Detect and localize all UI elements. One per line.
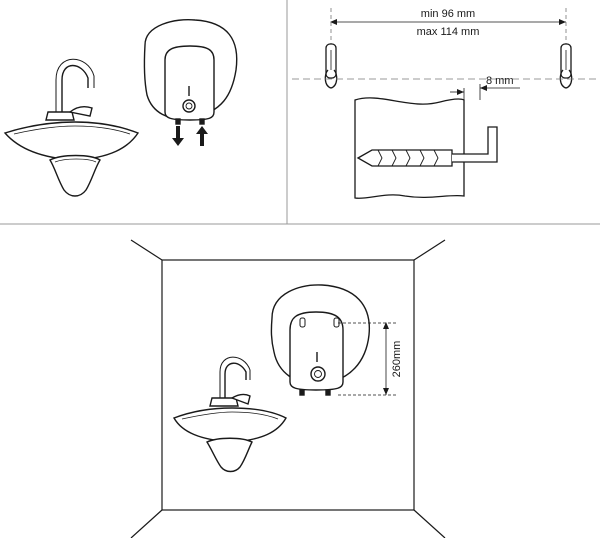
water-heater-icon xyxy=(143,18,238,125)
room-corner xyxy=(130,239,446,538)
min-spacing-label: min 96 mm xyxy=(421,8,475,20)
wall-plug-icon xyxy=(356,149,453,167)
gap-label: 8 mm xyxy=(486,75,514,87)
gap-dimension: 8 mm xyxy=(450,75,520,100)
panel-dividers xyxy=(0,0,600,225)
arrow-up-icon xyxy=(196,126,208,146)
sink-icon xyxy=(3,58,140,197)
water-heater-icon xyxy=(270,284,371,396)
sink-icon xyxy=(172,356,287,473)
arrow-down-icon xyxy=(172,126,184,146)
wall-hook-icon xyxy=(324,43,338,89)
height-label: 260mm xyxy=(391,341,403,378)
max-spacing-label: max 114 mm xyxy=(417,26,480,38)
height-dimension: 260mm xyxy=(338,322,403,396)
wall-hook-icon xyxy=(559,43,573,89)
mounting-bracket-icon xyxy=(354,97,498,199)
spacing-dimension: min 96 mm max 114 mm xyxy=(330,8,567,45)
